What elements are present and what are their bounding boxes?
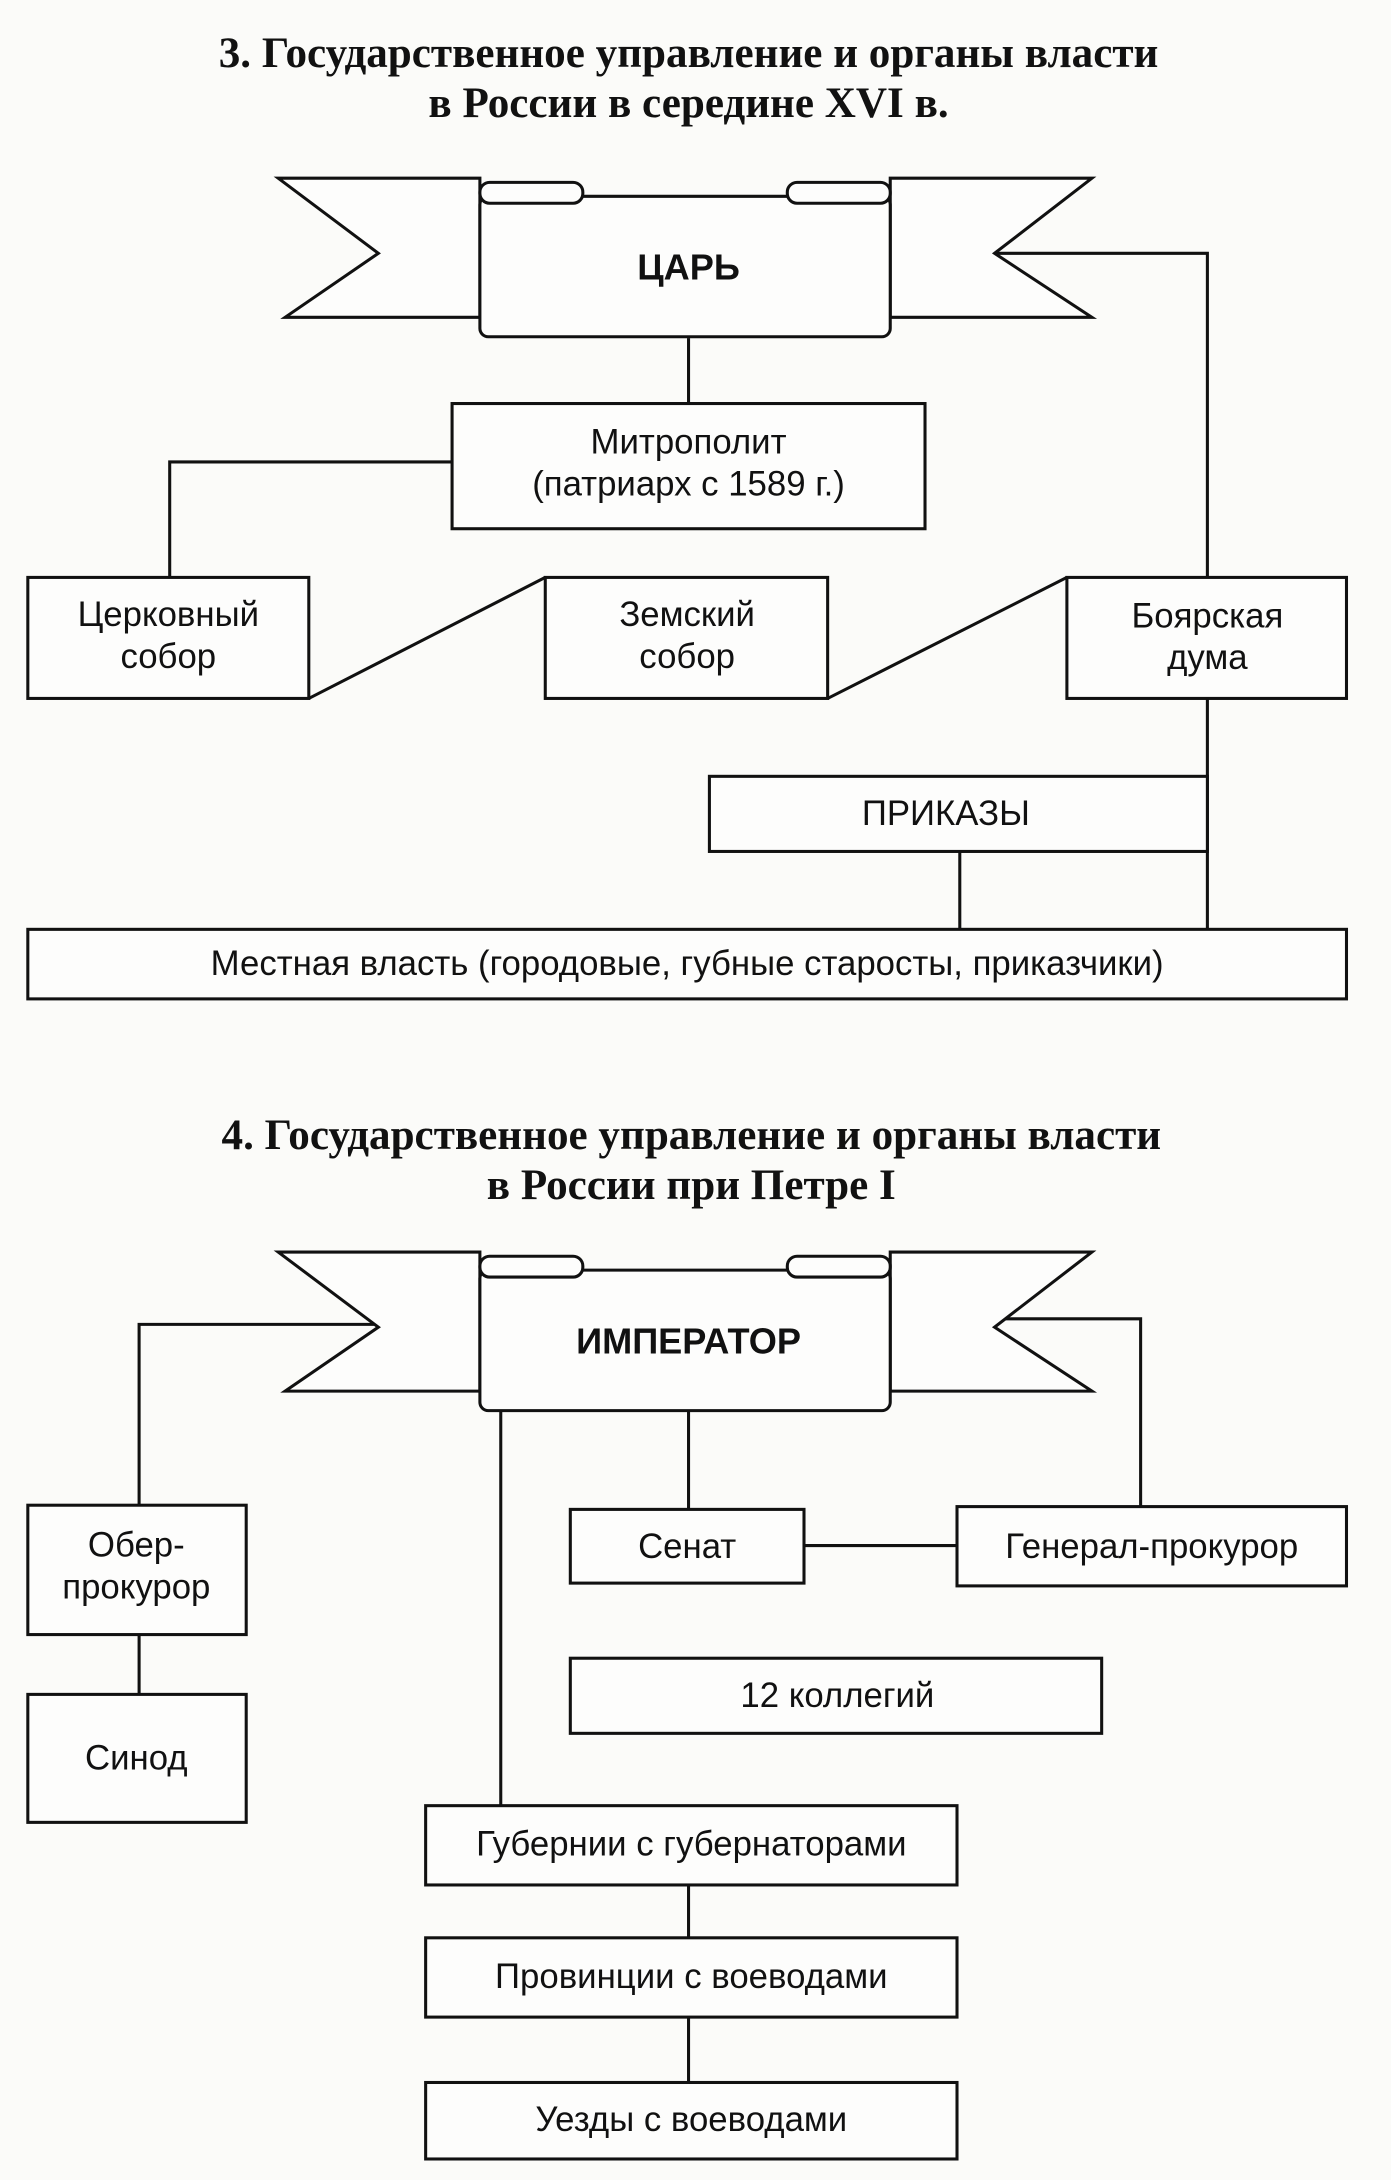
church-council-frame bbox=[26, 575, 311, 700]
connector-zemsky-boyar bbox=[826, 576, 1068, 700]
metropolitan-label-line-2: (патриарх с 1589 г.) bbox=[532, 465, 845, 503]
metropolitan-label-line-1: Митрополит bbox=[591, 424, 787, 462]
senate-label: Сенат bbox=[638, 1528, 736, 1566]
uezdy-box: Уезды с воеводами bbox=[424, 2080, 959, 2161]
church-council-label-line-1: Церковный bbox=[78, 596, 259, 634]
local-power-frame bbox=[26, 927, 1349, 1001]
synod-frame bbox=[26, 1692, 248, 1824]
uezdy-frame bbox=[424, 2080, 959, 2161]
banner-scroll-body bbox=[478, 194, 892, 339]
boyar-duma-label-line-1: Боярская bbox=[1131, 597, 1283, 635]
provinces-box: Провинции с воеводами bbox=[424, 1936, 959, 2019]
connector-emperor-procurator-general bbox=[994, 1317, 1143, 1507]
banner-scroll-curl-left bbox=[478, 180, 585, 205]
procurator-general-frame bbox=[955, 1505, 1349, 1588]
boyar-duma-box: Боярская дума bbox=[1065, 575, 1349, 700]
gubernii-label: Губернии с губернаторами bbox=[476, 1826, 906, 1864]
banner-left-tail bbox=[273, 1250, 482, 1393]
tsar-banner: ЦАРЬ bbox=[273, 176, 1098, 339]
banner-right-tail bbox=[888, 1250, 1098, 1393]
tsar-label: ЦАРЬ bbox=[637, 247, 740, 288]
section-4-title-line-2: в России при Петре I bbox=[487, 1162, 896, 1209]
emperor-label: ИМПЕРАТОР bbox=[576, 1321, 801, 1362]
senate-frame bbox=[568, 1507, 806, 1585]
ober-procurator-frame bbox=[26, 1503, 248, 1637]
zemsky-council-label-line-2: собор bbox=[639, 638, 735, 676]
senate-box: Сенат bbox=[568, 1507, 806, 1585]
boyar-duma-label-line-2: дума bbox=[1167, 639, 1248, 677]
church-council-box: Церковный собор bbox=[26, 575, 311, 700]
local-power-box: Местная власть (городовые, губные старос… bbox=[26, 927, 1349, 1001]
collegia-label: 12 коллегий bbox=[740, 1677, 934, 1715]
banner-left-tail bbox=[273, 176, 482, 319]
connector-emperor-ober-procurator bbox=[137, 1322, 379, 1506]
zemsky-council-box: Земский собор bbox=[543, 575, 830, 700]
metropolitan-frame bbox=[450, 402, 927, 531]
provinces-label: Провинции с воеводами bbox=[495, 1958, 888, 1996]
gubernii-frame bbox=[424, 1804, 959, 1887]
connector-metropolitan-church-council bbox=[168, 460, 453, 578]
banner-scroll-curl-right bbox=[785, 180, 892, 205]
prikazy-box: ПРИКАЗЫ bbox=[707, 774, 1209, 853]
uezdy-label: Уезды с воеводами bbox=[535, 2101, 847, 2139]
procurator-general-label: Генерал-прокурор bbox=[1005, 1528, 1298, 1566]
connector-tsar-boyar-duma bbox=[994, 251, 1209, 578]
section-4: 4. Государственное управление и органы в… bbox=[26, 1112, 1349, 2161]
local-power-label: Местная власть (городовые, губные старос… bbox=[211, 945, 1164, 983]
banner-scroll-body bbox=[478, 1268, 892, 1413]
synod-box: Синод bbox=[26, 1692, 248, 1824]
emperor-banner: ИМПЕРАТОР bbox=[273, 1250, 1098, 1413]
church-council-label-line-2: собор bbox=[120, 638, 216, 676]
ober-procurator-label-line-2: прокурор bbox=[62, 1568, 210, 1606]
prikazy-frame bbox=[707, 774, 1209, 853]
banner-right-tail bbox=[888, 176, 1098, 319]
provinces-frame bbox=[424, 1936, 959, 2019]
gubernii-box: Губернии с губернаторами bbox=[424, 1804, 959, 1887]
section-4-title-line-1: 4. Государственное управление и органы в… bbox=[222, 1112, 1162, 1159]
metropolitan-box: Митрополит (патриарх с 1589 г.) bbox=[450, 402, 927, 531]
collegia-frame bbox=[568, 1656, 1104, 1735]
banner-scroll-curl-right bbox=[785, 1254, 892, 1279]
ober-procurator-box: Обер- прокурор bbox=[26, 1503, 248, 1637]
ober-procurator-label-line-1: Обер- bbox=[88, 1527, 185, 1565]
section-3-title-line-1: 3. Государственное управление и органы в… bbox=[219, 30, 1159, 77]
section-3-title-line-2: в России в середине XVI в. bbox=[428, 80, 948, 127]
boyar-duma-frame bbox=[1065, 575, 1349, 700]
banner-scroll-curl-left bbox=[478, 1254, 585, 1279]
zemsky-council-label-line-1: Земский bbox=[619, 596, 755, 634]
synod-label: Синод bbox=[85, 1740, 188, 1778]
collegia-box: 12 коллегий bbox=[568, 1656, 1104, 1735]
prikazy-label: ПРИКАЗЫ bbox=[862, 795, 1030, 833]
section-3: 3. Государственное управление и органы в… bbox=[26, 30, 1349, 1001]
procurator-general-box: Генерал-прокурор bbox=[955, 1505, 1349, 1588]
zemsky-council-frame bbox=[543, 575, 830, 700]
connector-church-zemsky bbox=[308, 576, 546, 700]
